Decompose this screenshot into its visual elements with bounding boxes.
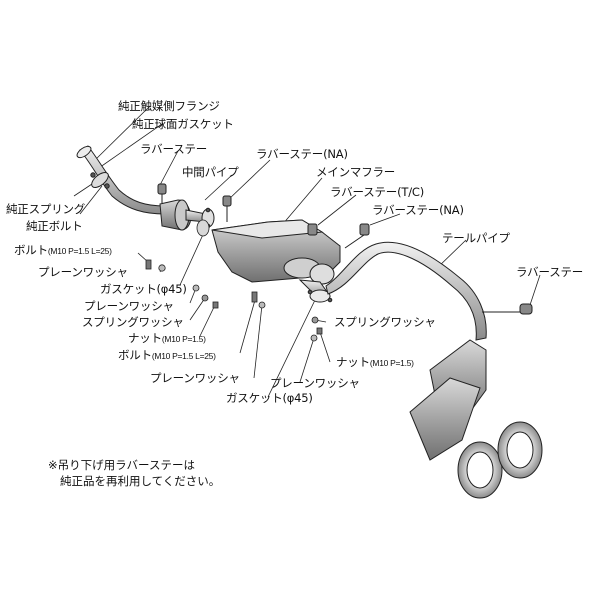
label-genuine-bolt: 純正ボルト bbox=[26, 219, 83, 233]
label-gasket-1: ガスケット(φ45) bbox=[100, 282, 187, 296]
label-rubber-stay-na-2: ラバーステー(NA) bbox=[372, 203, 464, 217]
label-bolt-2: ボルト(M10 P=1.5 L=25) bbox=[118, 349, 216, 363]
hanger-2 bbox=[222, 195, 370, 249]
label-rubber-stay-1: ラバーステー bbox=[140, 142, 208, 156]
tail-pipe bbox=[325, 241, 533, 341]
label-rubber-stay-na-1: ラバーステー(NA) bbox=[256, 147, 348, 161]
label-catalyst-flange: 純正触媒側フランジ bbox=[118, 99, 220, 113]
label-spherical-gasket: 純正球面ガスケット bbox=[132, 117, 234, 131]
nut-1-name: ナット bbox=[128, 331, 162, 345]
bolt-2-name: ボルト bbox=[118, 348, 152, 362]
front-pipe bbox=[76, 145, 166, 215]
label-main-muffler: メインマフラー bbox=[316, 165, 396, 179]
label-rubber-stay-tc: ラバーステー(T/C) bbox=[330, 185, 425, 199]
leader-lines bbox=[73, 105, 541, 398]
label-plain-washer-4: プレーンワッシャ bbox=[270, 376, 360, 390]
main-muffler bbox=[211, 219, 341, 303]
label-spring-washer-2: スプリングワッシャ bbox=[334, 315, 436, 329]
bolt-1-spec: (M10 P=1.5 L=25) bbox=[47, 246, 112, 256]
label-spring-washer-1: スプリングワッシャ bbox=[82, 315, 184, 329]
label-genuine-spring: 純正スプリング bbox=[6, 202, 86, 216]
hardware-parts bbox=[145, 219, 323, 342]
tail-tips bbox=[409, 339, 543, 499]
nut-2-name: ナット bbox=[336, 355, 370, 369]
nut-1-spec: (M10 P=1.5) bbox=[161, 334, 206, 344]
note-line-2: 純正品を再利用してください。 bbox=[60, 474, 221, 488]
label-plain-washer-3: プレーンワッシャ bbox=[150, 371, 240, 385]
label-center-pipe: 中間パイプ bbox=[182, 165, 239, 179]
bolt-1-name: ボルト bbox=[14, 243, 48, 257]
label-nut-1: ナット(M10 P=1.5) bbox=[128, 332, 206, 346]
label-nut-2: ナット(M10 P=1.5) bbox=[336, 356, 414, 370]
nut-2-spec: (M10 P=1.5) bbox=[369, 358, 414, 368]
center-resonator bbox=[159, 199, 215, 231]
label-plain-washer-2: プレーンワッシャ bbox=[84, 299, 174, 313]
label-bolt-1: ボルト(M10 P=1.5 L=25) bbox=[14, 244, 112, 258]
hanger-1 bbox=[157, 183, 167, 203]
label-tail-pipe: テールパイプ bbox=[442, 231, 510, 245]
note-line-1: ※吊り下げ用ラバーステーは bbox=[48, 458, 195, 472]
label-rubber-stay-2: ラバーステー bbox=[516, 265, 584, 279]
label-plain-washer-1: プレーンワッシャ bbox=[38, 265, 128, 279]
label-gasket-2: ガスケット(φ45) bbox=[226, 391, 313, 405]
bolt-2-spec: (M10 P=1.5 L=25) bbox=[151, 351, 216, 361]
